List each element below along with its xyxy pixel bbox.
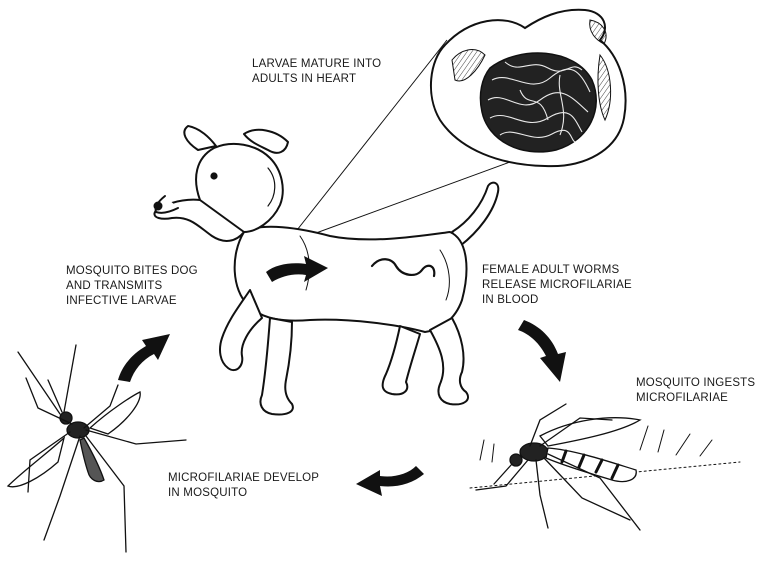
heart-stage-label: LARVAE MATURE INTO ADULTS IN HEART [252, 57, 381, 87]
release-stage-line-3: IN BLOOD [482, 293, 632, 308]
mosquito-icon [8, 345, 186, 552]
ingest-stage-line-1: MOSQUITO INGESTS [636, 376, 755, 391]
bite-stage-label: MOSQUITO BITES DOG AND TRANSMITS INFECTI… [66, 264, 198, 309]
ingest-stage-label: MOSQUITO INGESTS MICROFILARIAE [636, 376, 755, 406]
bite-stage-line-2: AND TRANSMITS [66, 279, 198, 294]
develop-stage-line-2: IN MOSQUITO [168, 486, 319, 501]
develop-stage-line-1: MICROFILARIAE DEVELOP [168, 471, 319, 486]
release-stage-line-1: FEMALE ADULT WORMS [482, 263, 632, 278]
bite-stage-line-1: MOSQUITO BITES DOG [66, 264, 198, 279]
heart-icon [431, 10, 626, 166]
dog-icon [154, 126, 498, 415]
mosquito-icon [470, 404, 740, 530]
bite-stage-line-3: INFECTIVE LARVAE [66, 294, 198, 309]
heart-stage-line-1: LARVAE MATURE INTO [252, 57, 381, 72]
heart-stage-line-2: ADULTS IN HEART [252, 72, 381, 87]
ingest-stage-line-2: MICROFILARIAE [636, 391, 755, 406]
develop-stage-label: MICROFILARIAE DEVELOP IN MOSQUITO [168, 471, 319, 501]
release-stage-line-2: RELEASE MICROFILARIAE [482, 278, 632, 293]
release-stage-label: FEMALE ADULT WORMS RELEASE MICROFILARIAE… [482, 263, 632, 308]
